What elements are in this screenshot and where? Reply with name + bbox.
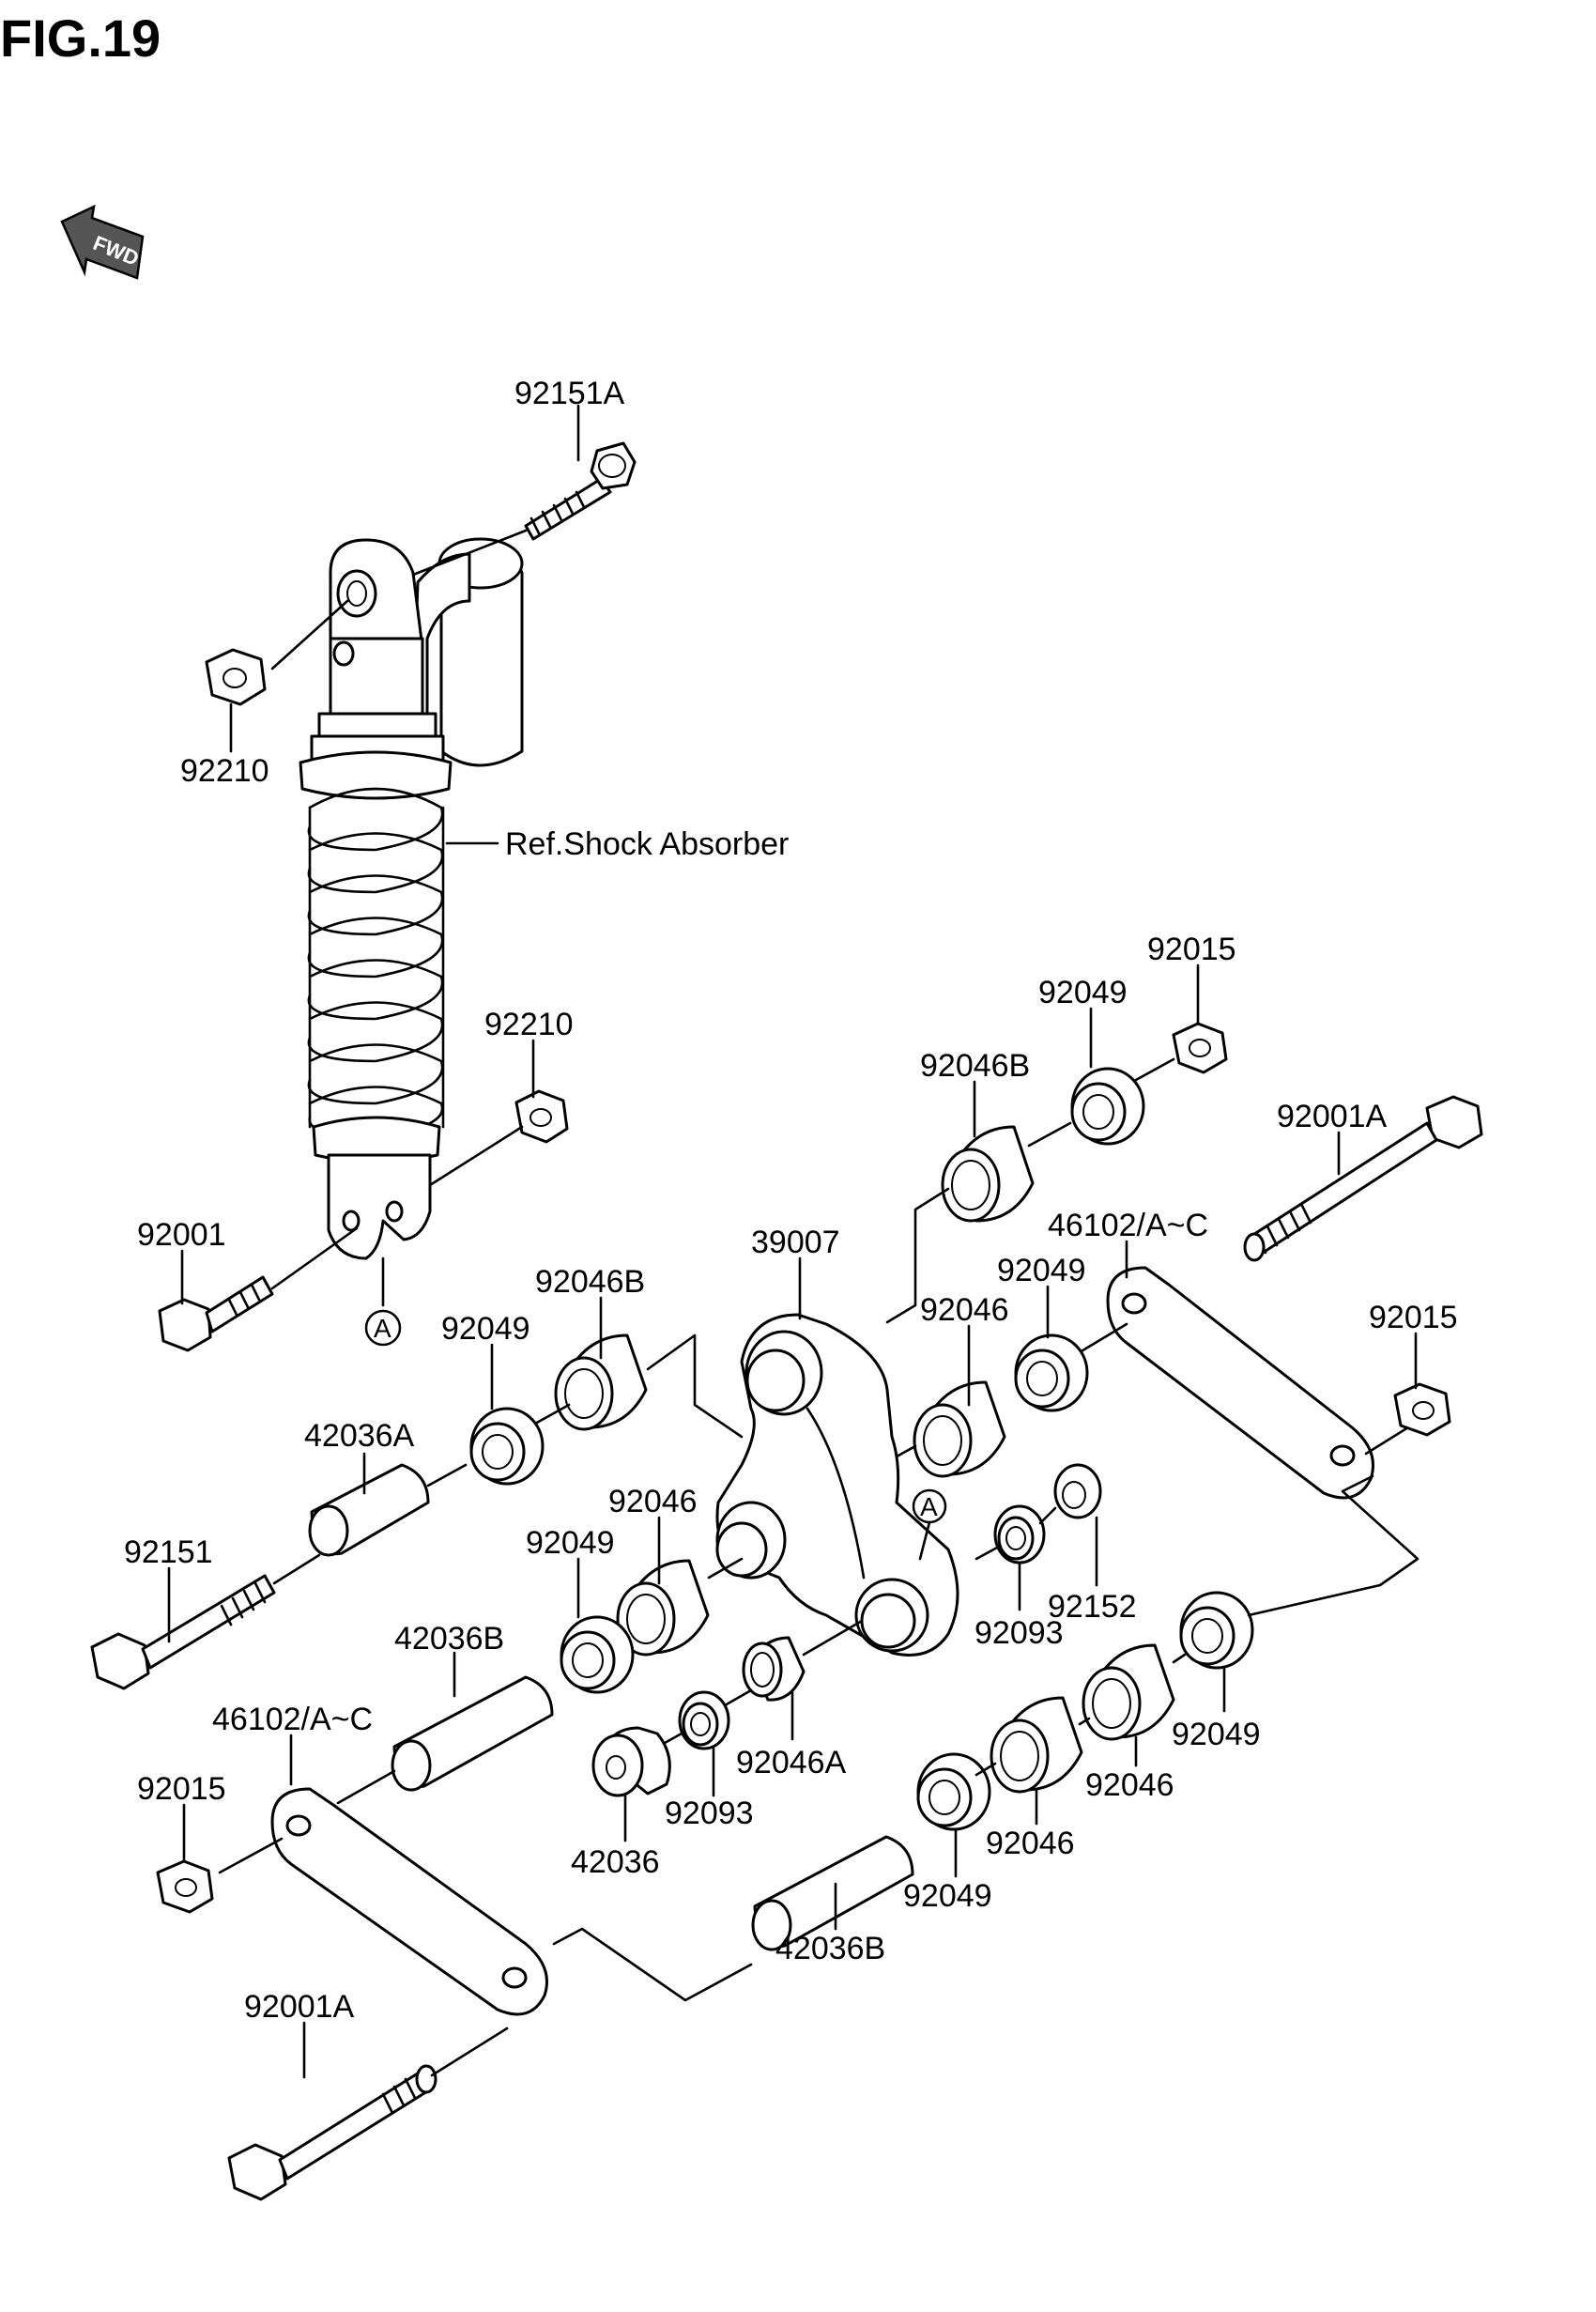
label-92049-lowright: 92049 — [1172, 1717, 1261, 1752]
label-92001: 92001 — [137, 1217, 226, 1253]
bolt-92151A — [524, 441, 637, 541]
leader-lines — [167, 404, 1418, 2079]
label-92152: 92152 — [1048, 1589, 1137, 1625]
label-92015-left: 92015 — [137, 1771, 226, 1807]
figure-title: FIG.19 — [0, 8, 161, 68]
label-92049-left: 92049 — [441, 1311, 530, 1347]
bearing-92046B-right — [941, 1125, 1035, 1223]
bearing-92046B-left — [554, 1333, 648, 1431]
label-92046-upper: 92046 — [920, 1292, 1009, 1328]
bearing-92046-lowright — [1082, 1643, 1175, 1741]
callout-a-left: A — [364, 1256, 402, 1347]
svg-text:A: A — [374, 1314, 391, 1343]
label-92046B-left: 92046B — [535, 1264, 645, 1300]
label-92046-mid: 92046 — [608, 1484, 698, 1519]
sleeve-42036B-lower — [751, 1835, 914, 1951]
collar-42036 — [591, 1726, 671, 1797]
label-92151: 92151 — [124, 1534, 213, 1570]
label-46102-right: 46102/A~C — [1048, 1208, 1208, 1243]
label-ref-shock-absorber: Ref.Shock Absorber — [505, 826, 789, 862]
sleeve-42036A — [308, 1463, 430, 1557]
label-92093-lower: 92093 — [665, 1796, 754, 1831]
label-92049-mid: 92049 — [526, 1525, 615, 1561]
svg-text:A: A — [920, 1492, 938, 1521]
sleeve-42036B-upper — [391, 1675, 554, 1792]
label-92001A-left: 92001A — [244, 1989, 355, 2025]
bearing-92046-mid — [616, 1559, 710, 1657]
bolt-92151 — [90, 1574, 276, 1690]
label-92015-top: 92015 — [1147, 932, 1236, 967]
label-92046A: 92046A — [736, 1745, 847, 1780]
collar-92152 — [1053, 1463, 1102, 1519]
label-42036B-lower: 42036B — [775, 1931, 885, 1966]
label-92210-top: 92210 — [180, 753, 269, 789]
bearing-92046A — [742, 1636, 806, 1702]
bolt-92001A-right — [1243, 1095, 1483, 1262]
bolt-92001 — [158, 1275, 274, 1352]
label-92049-bottom: 92049 — [903, 1878, 992, 1914]
collar-92049-right — [1014, 1333, 1089, 1412]
shock-absorber — [299, 537, 524, 1260]
label-42036B-upper: 42036B — [394, 1621, 504, 1657]
link-plate-46102-left — [270, 1787, 548, 2016]
label-92046-lowright: 92046 — [1085, 1767, 1174, 1803]
seal-92093-right — [993, 1504, 1046, 1564]
callout-a-right: A — [912, 1488, 947, 1561]
spring-coils — [307, 787, 445, 1138]
nut-92210-top — [205, 648, 267, 706]
label-92001A-right: 92001A — [1277, 1099, 1388, 1134]
label-92210-mid: 92210 — [484, 1007, 574, 1042]
collar-92049-bottom — [916, 1752, 991, 1831]
link-plate-46102-right — [1106, 1266, 1374, 1500]
collar-92049-left — [469, 1407, 545, 1486]
bearing-92046-bottom — [990, 1696, 1083, 1794]
label-92049-right: 92049 — [997, 1253, 1086, 1288]
collar-92049-lowright — [1179, 1591, 1254, 1670]
bolt-92001A-left — [227, 2064, 437, 2201]
nut-92210-mid — [514, 1089, 569, 1144]
label-92049-top: 92049 — [1038, 975, 1128, 1010]
bearing-92046-upper — [913, 1380, 1006, 1478]
collar-92049-mid — [560, 1615, 635, 1694]
label-92093-right: 92093 — [974, 1615, 1064, 1651]
fwd-arrow-icon: FWD — [60, 204, 145, 280]
label-39007: 39007 — [751, 1225, 840, 1260]
label-92015-right: 92015 — [1369, 1300, 1458, 1335]
part-labels: 92151A 92210 Ref.Shock Absorber 92210 92… — [124, 376, 1458, 2025]
label-92151A: 92151A — [514, 376, 625, 411]
label-46102-left: 46102/A~C — [212, 1702, 373, 1737]
nut-92015-right — [1393, 1382, 1451, 1437]
label-42036: 42036 — [571, 1844, 660, 1880]
seal-92093-lower — [678, 1690, 730, 1750]
label-42036A: 42036A — [304, 1418, 415, 1454]
nut-92015-left — [156, 1859, 214, 1914]
rocker-arm-39007 — [715, 1313, 959, 1657]
label-92046B-right: 92046B — [920, 1048, 1030, 1084]
label-92046-bottom: 92046 — [986, 1826, 1075, 1861]
nut-92015-top — [1172, 1022, 1228, 1074]
collar-92049-top — [1070, 1067, 1145, 1146]
